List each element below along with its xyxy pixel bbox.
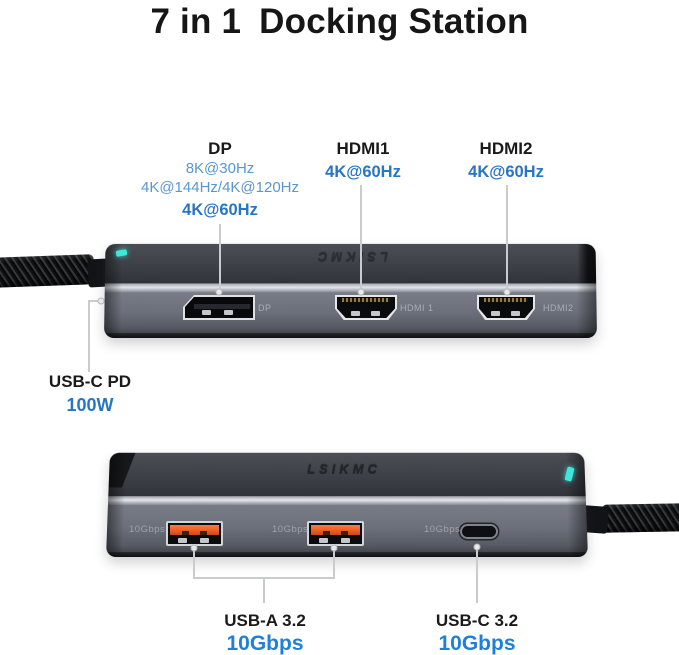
displayport-port — [183, 295, 255, 320]
usb-c-pd-label: USB-C PD — [48, 372, 132, 391]
usba1-port-contact — [178, 538, 187, 543]
usb-a-port-2 — [307, 521, 364, 546]
leader-bracket-usba — [193, 577, 335, 579]
dock-edge-highlight — [104, 283, 597, 293]
printed-label-10gbps-2: 10Gbps — [272, 524, 309, 535]
leader-dot-usba1 — [190, 544, 198, 552]
leader-line-pd-vertical — [88, 300, 90, 372]
hdmi2-port-pins — [484, 298, 528, 302]
leader-line-hdmi1 — [360, 185, 362, 291]
leader-dot-hdmi2 — [503, 288, 511, 296]
callout-usb-c-pd: USB-C PD 100W — [49, 372, 131, 416]
usb-a-label: USB-A 3.2 — [224, 611, 306, 630]
leader-dot-usbc — [473, 543, 481, 551]
page-title: 7 in 1 Docking Station — [0, 2, 679, 42]
callout-dp: DP 8K@30Hz 4K@144Hz/4K@120Hz 4K@60Hz — [141, 139, 299, 221]
host-cable-left — [0, 254, 95, 288]
usb-a-port-1 — [166, 521, 223, 546]
title-text: Docking Station — [259, 2, 529, 41]
title-count: 7 in 1 — [150, 2, 242, 41]
usba1-tongue-notch — [200, 531, 207, 535]
hdmi2-port-contact — [511, 311, 520, 316]
usba2-port-tongue — [311, 525, 360, 535]
dp-spec-1: 8K@30Hz — [185, 160, 255, 177]
hdmi2-spec: 4K@60Hz — [468, 163, 544, 181]
leader-line-hdmi2 — [506, 185, 508, 291]
hdmi2-port — [477, 295, 535, 320]
usb-a-spec: 10Gbps — [226, 632, 304, 655]
printed-label-hdmi1: HDMI 1 — [400, 303, 434, 313]
dp-port-contact — [224, 310, 233, 315]
leader-dot-hdmi1 — [357, 288, 365, 296]
usb-c-data-spec: 10Gbps — [438, 632, 516, 655]
printed-label-10gbps-1: 10Gbps — [129, 524, 166, 535]
callout-hdmi2: HDMI2 4K@60Hz — [468, 139, 544, 183]
usba2-port-contact — [319, 538, 328, 543]
callout-hdmi1: HDMI1 4K@60Hz — [325, 139, 401, 183]
hdmi1-port-pins — [342, 298, 390, 302]
dp-label: DP — [208, 139, 232, 158]
leader-line-usba-center — [263, 578, 265, 603]
dp-spec-2: 4K@144Hz/4K@120Hz — [140, 179, 300, 196]
dock-right-endcap — [577, 243, 597, 284]
host-cable-right — [601, 503, 679, 533]
usba1-port-contact — [200, 538, 209, 543]
leader-line-usba2 — [333, 551, 335, 577]
usba2-tongue-notch — [323, 531, 330, 535]
usba1-port-tongue — [170, 525, 219, 535]
hdmi1-spec: 4K@60Hz — [325, 163, 401, 181]
leader-line-pd-horizontal — [88, 300, 101, 302]
hdmi1-port-contact — [371, 311, 380, 316]
leader-dot-pd — [97, 297, 105, 305]
usba2-tongue-notch — [341, 531, 348, 535]
leader-line-usba1 — [193, 551, 195, 577]
usb-c-pd-spec: 100W — [66, 395, 114, 415]
dock-bottom-edge — [106, 552, 588, 557]
usba2-port-contact — [341, 538, 350, 543]
usb-c-port — [460, 524, 498, 539]
dp-port-tongue — [194, 304, 250, 309]
dp-port-contact — [202, 310, 211, 315]
leader-dot-dp — [215, 288, 223, 296]
brand-logo-bottom: LSIKMC — [307, 462, 381, 477]
callout-usb-a: USB-A 3.2 10Gbps — [224, 611, 306, 655]
dock-edge-highlight — [107, 496, 587, 505]
dp-spec-highlight: 4K@60Hz — [182, 201, 258, 219]
leader-dot-usba2 — [330, 544, 338, 552]
usba1-tongue-notch — [182, 531, 189, 535]
hdmi2-label: HDMI2 — [479, 139, 533, 158]
hdmi1-port — [335, 295, 397, 320]
leader-line-usbc — [476, 550, 478, 603]
hdmi2-port-contact — [491, 311, 500, 316]
hdmi1-port-contact — [351, 311, 360, 316]
printed-label-dp: DP — [258, 303, 272, 313]
hdmi1-label: HDMI1 — [336, 139, 390, 158]
printed-label-10gbps-3: 10Gbps — [424, 524, 461, 535]
leader-line-dp — [219, 224, 221, 291]
printed-label-hdmi2: HDMI2 — [543, 303, 574, 313]
dock-bottom-edge — [104, 333, 597, 338]
usb-c-data-label: USB-C 3.2 — [435, 611, 519, 630]
callout-usb-c-data: USB-C 3.2 10Gbps — [436, 611, 518, 655]
brand-logo-top: LSIKMC — [314, 250, 388, 265]
